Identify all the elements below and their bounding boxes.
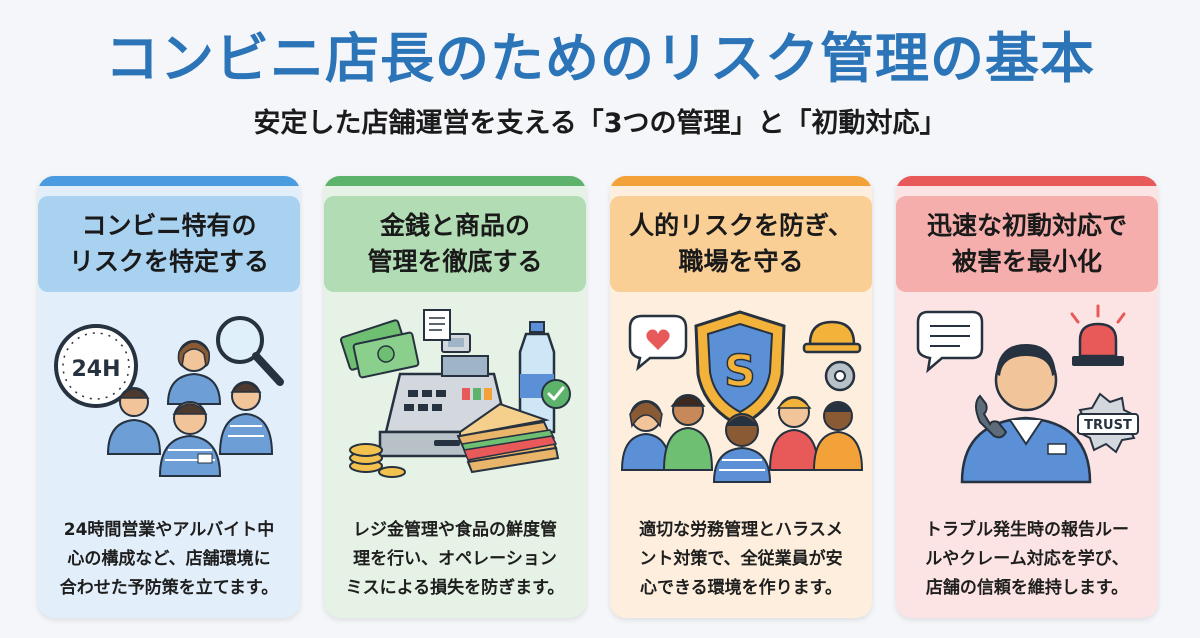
card-accent-bar	[38, 176, 300, 186]
card-description: 適切な労務管理とハラスメ ント対策で、全従業員が安 心できる環境を作ります。	[626, 516, 856, 603]
siren-icon	[1070, 304, 1126, 366]
card-description: 24時間営業やアルバイト中 心の構成など、店舗環境に 合わせた予防策を立てます。	[54, 516, 284, 603]
page-subtitle: 安定した店舗運営を支える「3つの管理」と「初動対応」	[253, 108, 947, 139]
coins-icon	[349, 443, 406, 478]
page-title: コンビニ店長のためのリスク管理の基本	[105, 27, 1095, 90]
card-initial-response: 迅速な初動対応で 被害を最小化 TRUST	[896, 176, 1158, 618]
card-title-line-2: リスクを特定する	[68, 247, 269, 276]
card-identify-risks: コンビニ特有の リスクを特定する 24H	[38, 176, 300, 618]
desc-line-3: 店舗の信頼を維持します。	[925, 578, 1129, 598]
card-title-line-1: 人的リスクを防ぎ、	[629, 211, 853, 240]
magnifier-icon	[216, 316, 284, 386]
card-title-line-1: 金銭と商品の	[379, 211, 530, 240]
card-money-goods: 金銭と商品の 管理を徹底する	[324, 176, 586, 618]
card-description: トラブル発生時の報告ルー ルやクレーム対応を学び、 店舗の信頼を維持します。	[912, 516, 1142, 603]
card-title-line-2: 被害を最小化	[951, 247, 1102, 276]
card-title-line-1: 迅速な初動対応で	[926, 211, 1127, 240]
phone-staff-icon	[960, 344, 1092, 484]
card-description: レジ金管理や食品の鮮度管 理を行い、オペレーション ミスによる損失を防ぎます。	[340, 516, 570, 603]
cash-icon	[339, 319, 420, 379]
check-icon	[541, 379, 571, 409]
desc-line-3: 合わせた予防策を立てます。	[59, 578, 279, 598]
desc-line-1: 適切な労務管理とハラスメ	[639, 520, 843, 540]
card-title-line-1: コンビニ特有の	[81, 211, 257, 240]
desc-line-2: ルやクレーム対応を学び、	[925, 549, 1129, 569]
diverse-staff-icon	[620, 394, 864, 483]
desc-line-1: 24時間営業やアルバイト中	[63, 520, 275, 540]
desc-line-2: ント対策で、全従業員が安	[639, 549, 843, 569]
card-accent-bar	[610, 176, 872, 186]
money-illustration	[339, 309, 571, 478]
card-human-risk: 人的リスクを防ぎ、 職場を守る S	[610, 176, 872, 618]
heart-bubble-icon	[628, 314, 688, 372]
trust-badge-icon: TRUST	[1076, 392, 1139, 454]
desc-line-3: ミスによる損失を防ぎます。	[345, 578, 565, 598]
card-title-line-2: 職場を守る	[678, 247, 804, 276]
card-header: コンビニ特有の リスクを特定する	[38, 196, 300, 292]
response-illustration: TRUST	[916, 304, 1139, 484]
desc-line-2: 理を行い、オペレーション	[353, 549, 557, 569]
card-header: 迅速な初動対応で 被害を最小化	[896, 196, 1158, 292]
hardhat-icon	[802, 320, 862, 392]
register-icon	[378, 309, 516, 458]
speech-bubble-icon	[916, 310, 984, 374]
risk-illustration: 24H	[54, 316, 284, 477]
workplace-illustration: S	[620, 310, 864, 483]
sandwich-icon	[456, 402, 560, 474]
staff-group-icon	[106, 340, 274, 477]
badge-label: TRUST	[1084, 418, 1132, 433]
clock-24h-icon: 24H	[54, 324, 138, 408]
card-accent-bar	[324, 176, 586, 186]
desc-line-2: 心の構成など、店舗環境に	[67, 549, 271, 569]
shield-icon: S	[694, 310, 786, 428]
desc-line-1: トラブル発生時の報告ルー	[925, 520, 1129, 540]
shield-label: S	[724, 346, 756, 397]
card-header: 金銭と商品の 管理を徹底する	[324, 196, 586, 292]
desc-line-3: 心できる環境を作ります。	[640, 578, 842, 598]
card-title-line-2: 管理を徹底する	[367, 247, 543, 276]
clock-label: 24H	[71, 357, 120, 382]
desc-line-1: レジ金管理や食品の鮮度管	[353, 520, 557, 540]
card-header: 人的リスクを防ぎ、 職場を守る	[610, 196, 872, 292]
card-accent-bar	[896, 176, 1158, 186]
